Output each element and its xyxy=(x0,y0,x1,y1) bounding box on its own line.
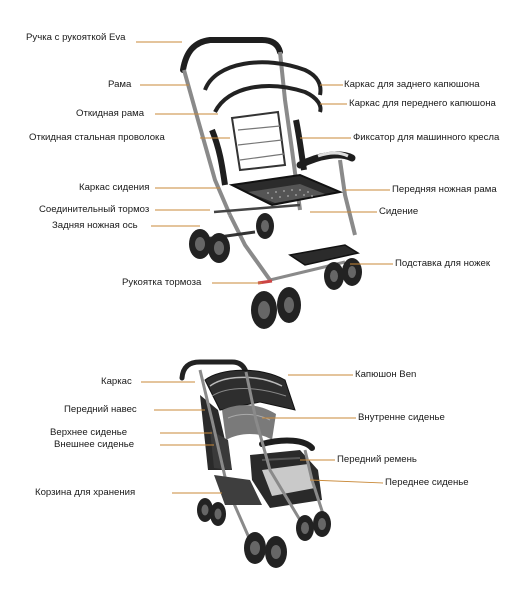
link-brake xyxy=(213,203,301,214)
storage-basket xyxy=(214,475,262,505)
front-leg-frame xyxy=(338,159,357,236)
label-b-frame: Каркас xyxy=(101,376,132,387)
stroller-frame-top xyxy=(180,37,360,285)
inner-seat xyxy=(222,405,276,440)
label-b-upper-seat: Верхнее сиденье xyxy=(50,427,128,438)
label-rear-hood-frame: Каркас для заднего капюшона xyxy=(344,79,480,90)
leader-lines xyxy=(136,41,393,494)
label-b-front-strap: Передний ремень xyxy=(337,454,417,465)
label-b-front-seat: Переднее сиденье xyxy=(385,477,469,488)
label-steel-wire: Откидная стальная проволока xyxy=(29,132,165,143)
side-arm-left xyxy=(209,128,228,186)
label-handle-eva: Ручка с рукояткой Eva xyxy=(26,32,126,43)
label-b-inner-seat: Внутренне сиденье xyxy=(358,412,445,423)
label-rear-axle: Задняя ножная ось xyxy=(52,220,138,231)
label-brake-pedal: Рукоятка тормоза xyxy=(122,277,202,288)
front-hood-frame xyxy=(213,84,323,113)
front-bumper xyxy=(259,437,315,451)
label-b-hood-ben: Капюшон Ben xyxy=(355,369,417,380)
footrest xyxy=(288,244,360,266)
label-link-brake: Соединительный тормоз xyxy=(39,204,150,215)
label-recline-frame: Откидная рама xyxy=(76,108,145,119)
handle-bar-bottom xyxy=(179,359,249,381)
label-seat-frame: Каркас сидения xyxy=(79,182,150,193)
leader-b-front-seat xyxy=(309,479,384,484)
label-b-front-canopy: Передний навес xyxy=(64,404,137,415)
label-frame: Рама xyxy=(108,79,132,90)
label-b-storage-basket: Корзина для хранения xyxy=(35,487,136,498)
car-seat-latch xyxy=(296,151,356,169)
seat-mesh xyxy=(248,184,325,203)
label-b-outer-seat: Внешнее сиденье xyxy=(54,439,135,450)
steel-wire xyxy=(237,125,285,161)
label-seat: Сидение xyxy=(379,206,419,217)
wheels-bottom xyxy=(197,498,331,568)
stroller-assembled-bottom xyxy=(179,359,327,541)
label-front-hood-frame: Каркас для переднего капюшона xyxy=(349,98,496,109)
label-front-leg-frame: Передняя ножная рама xyxy=(392,184,497,195)
wheels-top xyxy=(189,213,362,329)
recline-frame xyxy=(230,110,287,172)
label-car-seat-lock: Фиксатор для машинного кресла xyxy=(353,132,500,143)
label-footrest: Подставка для ножек xyxy=(395,258,491,269)
frame-rail-left xyxy=(182,69,232,216)
rear-hood-frame xyxy=(203,60,323,96)
rear-leg-frame xyxy=(228,214,272,282)
handle-bar xyxy=(180,37,283,73)
